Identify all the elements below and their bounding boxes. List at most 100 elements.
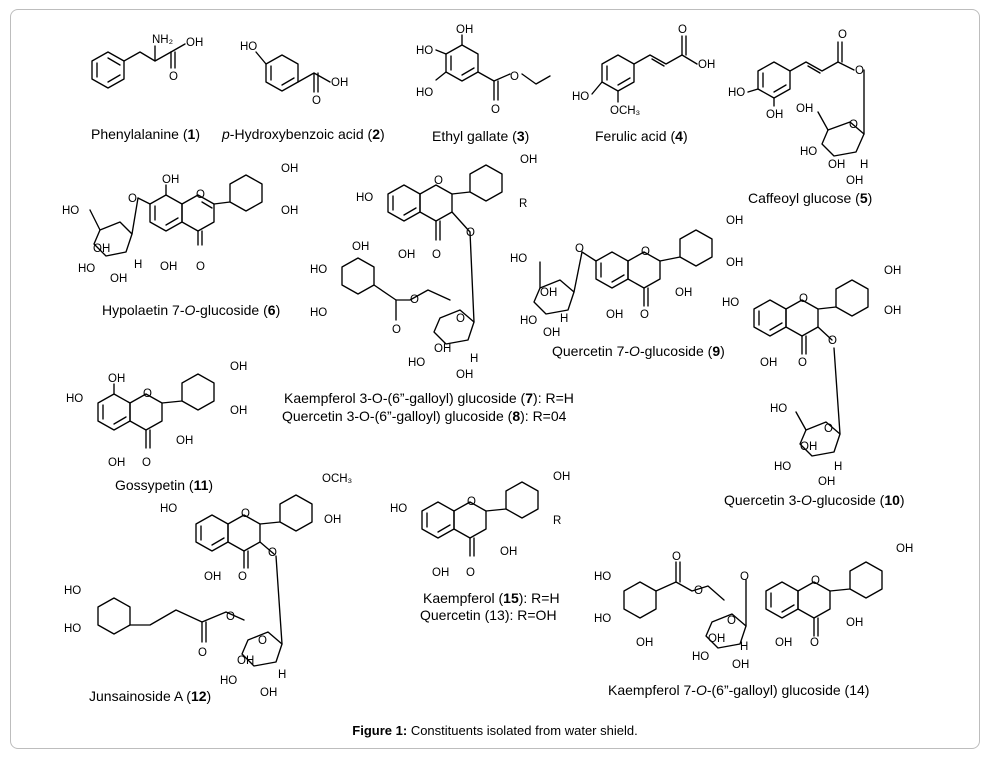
oh-label: OH: [896, 543, 913, 555]
oh-label: OH: [766, 109, 783, 121]
structure-gossypetin: OH HO O OH OH OH OH O: [66, 361, 247, 469]
oh-label: OH: [230, 405, 247, 417]
ho-label: HO: [64, 585, 81, 597]
oh-label: OH: [108, 457, 125, 469]
oh-label: OH: [606, 309, 623, 321]
o-label: O: [510, 71, 519, 83]
r-label: R: [553, 515, 561, 527]
o-label: O: [238, 571, 247, 583]
ho-label: HO: [722, 297, 739, 309]
o-label: O: [466, 227, 475, 239]
oh-label: OH: [281, 205, 298, 217]
oh-label: OH: [398, 249, 415, 261]
ho-label: HO: [356, 192, 373, 204]
o-label: O: [410, 294, 419, 306]
oh-label: OH: [456, 24, 473, 36]
o-label: O: [640, 309, 649, 321]
o-label: O: [855, 65, 864, 77]
caption-compound-3: Ethyl gallate (3): [432, 128, 530, 144]
ho-label: HO: [78, 263, 95, 275]
caption-compound-2: p-Hydroxybenzoic acid (2): [222, 126, 385, 142]
oh-label: OH: [162, 174, 179, 186]
ho-label: HO: [416, 87, 433, 99]
o-label: O: [838, 29, 847, 41]
oh-label: OH: [108, 373, 125, 385]
ho-label: HO: [160, 503, 177, 515]
structure-ferulic-acid: O OH HO OCH₃: [572, 24, 715, 117]
oh-label: OH: [324, 514, 341, 526]
ho-label: HO: [62, 205, 79, 217]
figure-caption: Figure 1: Constituents isolated from wat…: [0, 723, 990, 738]
caption-compound-13: Quercetin (13): R=OH: [420, 607, 557, 623]
o-label: O: [824, 423, 833, 435]
o-label: O: [727, 615, 736, 627]
o-label: O: [799, 293, 808, 305]
figure-label: Figure 1:: [352, 723, 408, 738]
oh-label: OH: [160, 261, 177, 273]
o-label: O: [491, 104, 500, 116]
o-label: O: [798, 357, 807, 369]
oh-label: OH: [553, 471, 570, 483]
o-label: O: [198, 647, 207, 659]
caption-compound-9: Quercetin 7-O-glucoside (9): [552, 343, 725, 359]
structure-quercetin-3o: HO O OH OH O OH O HO O OH HO H OH: [722, 265, 901, 488]
o-label: O: [196, 189, 205, 201]
o-label: O: [142, 457, 151, 469]
ho-label: HO: [728, 87, 745, 99]
ho-label: HO: [692, 651, 709, 663]
caption-compound-5: Caffeoyl glucose (5): [748, 190, 873, 206]
oh-label: OH: [828, 159, 845, 171]
o-label: O: [268, 547, 277, 559]
structure-hydroxybenzoic: HO OH O: [240, 41, 348, 107]
ho-label: HO: [240, 41, 257, 53]
ho-label: HO: [220, 675, 237, 687]
o-label: O: [811, 575, 820, 587]
oh-label: OH: [204, 571, 221, 583]
ho-label: HO: [66, 393, 83, 405]
structure-caffeoyl-glucose: O O HO OH OH O HO OH H OH: [728, 29, 868, 187]
o-label: O: [849, 119, 858, 131]
oh-label: OH: [884, 265, 901, 277]
ho-label: HO: [770, 403, 787, 415]
o-label: O: [143, 388, 152, 400]
och3-label: OCH₃: [322, 473, 353, 485]
structure-phenylalanine: NH₂ OH O: [91, 34, 203, 89]
och3-label: OCH₃: [610, 105, 641, 117]
oh-label: OH: [331, 77, 348, 89]
oh-label: OH: [732, 659, 749, 671]
oh-label: OH: [760, 357, 777, 369]
o-label: O: [241, 508, 250, 520]
oh-label: OH: [93, 243, 110, 255]
oh-label: OH: [500, 546, 517, 558]
o-label: O: [456, 313, 465, 325]
structure-quercetin-7o: O O OH OH OH OH O HO OH HO OH H: [510, 215, 743, 339]
oh-label: OH: [434, 343, 451, 355]
oh-label: OH: [775, 637, 792, 649]
oh-label: OH: [884, 305, 901, 317]
oh-label: OH: [726, 257, 743, 269]
o-label: O: [740, 571, 749, 583]
oh-label: OH: [176, 435, 193, 447]
caption-compound-8: Quercetin 3-O-(6”-galloyl) glucoside (8)…: [282, 408, 567, 424]
oh-label: OH: [540, 287, 557, 299]
o-label: O: [258, 635, 267, 647]
oh-label: OH: [520, 154, 537, 166]
ho-label: HO: [800, 146, 817, 158]
caption-compound-7: Kaempferol 3-O-(6”-galloyl) glucoside (7…: [284, 390, 574, 406]
o-label: O: [226, 611, 235, 623]
oh-label: OH: [708, 633, 725, 645]
ho-label: HO: [408, 357, 425, 369]
h-label: H: [860, 159, 868, 171]
caption-compound-4: Ferulic acid (4): [595, 128, 688, 144]
h-label: H: [560, 313, 568, 325]
caption-compound-12: Junsainoside A (12): [89, 688, 212, 704]
o-label: O: [694, 585, 703, 597]
oh-label: OH: [636, 637, 653, 649]
oh-label: OH: [230, 361, 247, 373]
oh-label: OH: [726, 215, 743, 227]
h-label: H: [740, 641, 748, 653]
structure-kaempferol-7o-galloyl: HO HO OH O O O O OH HO H OH OH O O OH OH: [594, 543, 913, 671]
figure-frame: [10, 9, 980, 749]
oh-label: OH: [800, 441, 817, 453]
oh-label: OH: [818, 476, 835, 488]
